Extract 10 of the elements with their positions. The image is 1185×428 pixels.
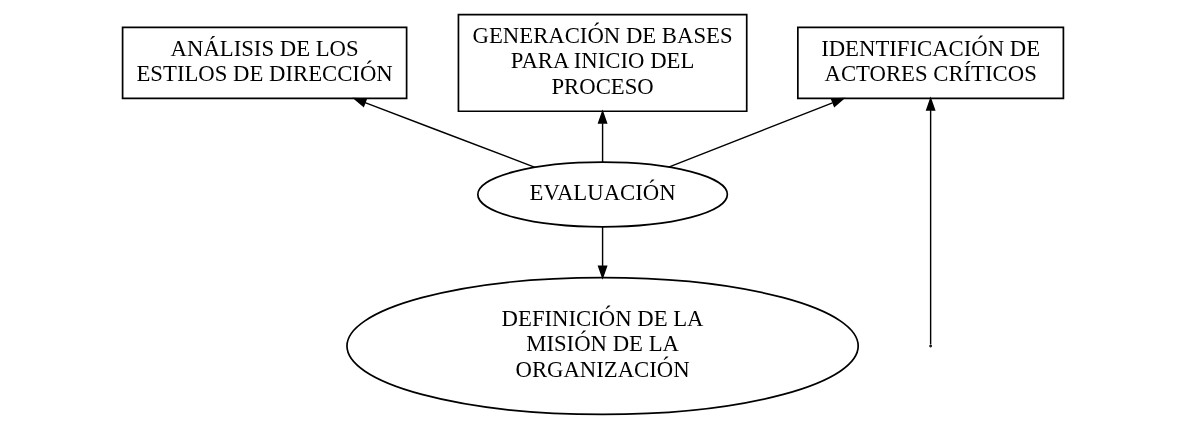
- node-box: GENERACIÓN DE BASES PARA INICIO DEL PROCESO: [457, 13, 748, 112]
- arrow: [597, 225, 608, 280]
- arrow: [667, 97, 846, 168]
- node-box: ANÁLISIS DE LOS ESTILOS DE DIRECCIÓN: [121, 26, 407, 99]
- arrow: [925, 96, 936, 345]
- node-ellipse: DEFINICIÓN DE LA MISIÓN DE LA ORGANIZACIÓN: [345, 276, 859, 415]
- node-box: IDENTIFICACIÓN DE ACTORES CRÍTICOS: [796, 26, 1064, 99]
- arrow: [351, 97, 536, 168]
- node-ellipse: EVALUACIÓN: [476, 160, 728, 228]
- arrow: [597, 108, 608, 163]
